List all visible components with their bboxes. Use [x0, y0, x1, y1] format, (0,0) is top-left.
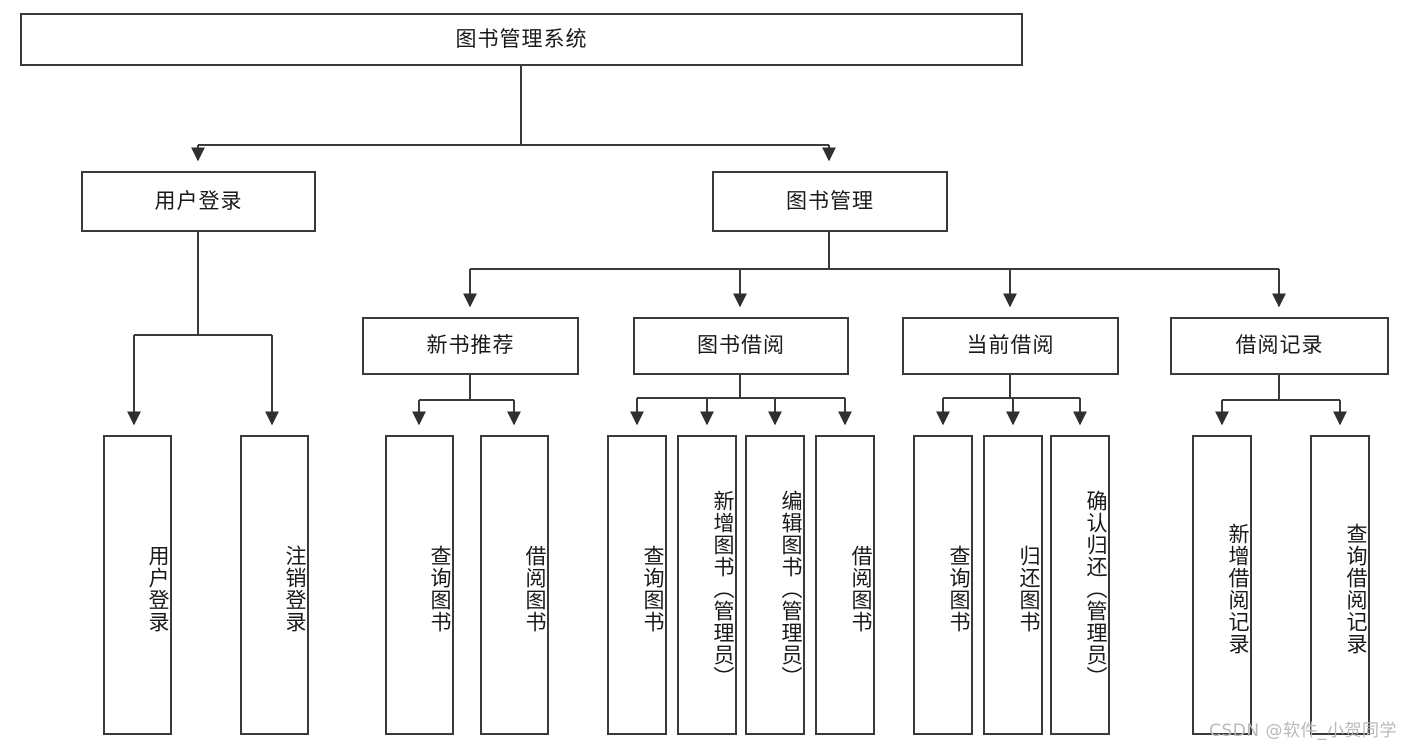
node-leaf-borrow-book-1[interactable]: 借阅图书	[480, 435, 549, 735]
node-leaf-edit-book-label: 编辑图书（管理员）	[779, 490, 803, 688]
node-leaf-confirm-return[interactable]: 确认归还（管理员）	[1050, 435, 1110, 735]
node-current-borrow-label: 当前借阅	[966, 333, 1055, 358]
node-leaf-return-book-label: 归还图书	[1017, 545, 1041, 633]
node-root-label: 图书管理系统	[455, 26, 588, 51]
node-leaf-query-book-2-label: 查询图书	[641, 545, 665, 633]
node-leaf-add-record-label: 新增借阅记录	[1226, 523, 1250, 655]
node-leaf-add-record[interactable]: 新增借阅记录	[1192, 435, 1252, 735]
node-user-login[interactable]: 用户登录	[81, 171, 316, 232]
node-current-borrow[interactable]: 当前借阅	[902, 317, 1119, 375]
node-leaf-logout-label: 注销登录	[283, 545, 307, 633]
node-leaf-borrow-book-2[interactable]: 借阅图书	[815, 435, 875, 735]
csdn-watermark: CSDN @软件_小贺同学	[1209, 721, 1397, 741]
node-leaf-query-record[interactable]: 查询借阅记录	[1310, 435, 1370, 735]
node-leaf-query-book-3-label: 查询图书	[947, 545, 971, 633]
node-book-manage-label: 图书管理	[786, 188, 874, 213]
node-borrow-record[interactable]: 借阅记录	[1170, 317, 1389, 375]
node-book-manage[interactable]: 图书管理	[712, 171, 948, 232]
node-leaf-edit-book[interactable]: 编辑图书（管理员）	[745, 435, 805, 735]
node-leaf-add-book-label: 新增图书（管理员）	[711, 490, 735, 688]
node-leaf-borrow-book-1-label: 借阅图书	[523, 545, 547, 633]
node-leaf-return-book[interactable]: 归还图书	[983, 435, 1043, 735]
node-new-book-recommend[interactable]: 新书推荐	[362, 317, 579, 375]
node-user-login-label: 用户登录	[154, 188, 243, 213]
node-leaf-logout[interactable]: 注销登录	[240, 435, 309, 735]
node-leaf-query-book-2[interactable]: 查询图书	[607, 435, 667, 735]
node-book-borrow-label: 图书借阅	[697, 333, 785, 358]
node-leaf-query-book-1-label: 查询图书	[428, 545, 452, 633]
node-new-book-recommend-label: 新书推荐	[426, 333, 515, 358]
node-leaf-add-book[interactable]: 新增图书（管理员）	[677, 435, 737, 735]
node-book-borrow[interactable]: 图书借阅	[633, 317, 849, 375]
node-leaf-user-login-label: 用户登录	[146, 545, 170, 633]
node-leaf-confirm-return-label: 确认归还（管理员）	[1084, 490, 1108, 688]
node-leaf-borrow-book-2-label: 借阅图书	[849, 545, 873, 633]
node-leaf-user-login[interactable]: 用户登录	[103, 435, 172, 735]
node-leaf-query-record-label: 查询借阅记录	[1344, 523, 1368, 655]
node-root[interactable]: 图书管理系统	[20, 13, 1023, 66]
node-leaf-query-book-1[interactable]: 查询图书	[385, 435, 454, 735]
node-borrow-record-label: 借阅记录	[1235, 333, 1324, 358]
node-leaf-query-book-3[interactable]: 查询图书	[913, 435, 973, 735]
